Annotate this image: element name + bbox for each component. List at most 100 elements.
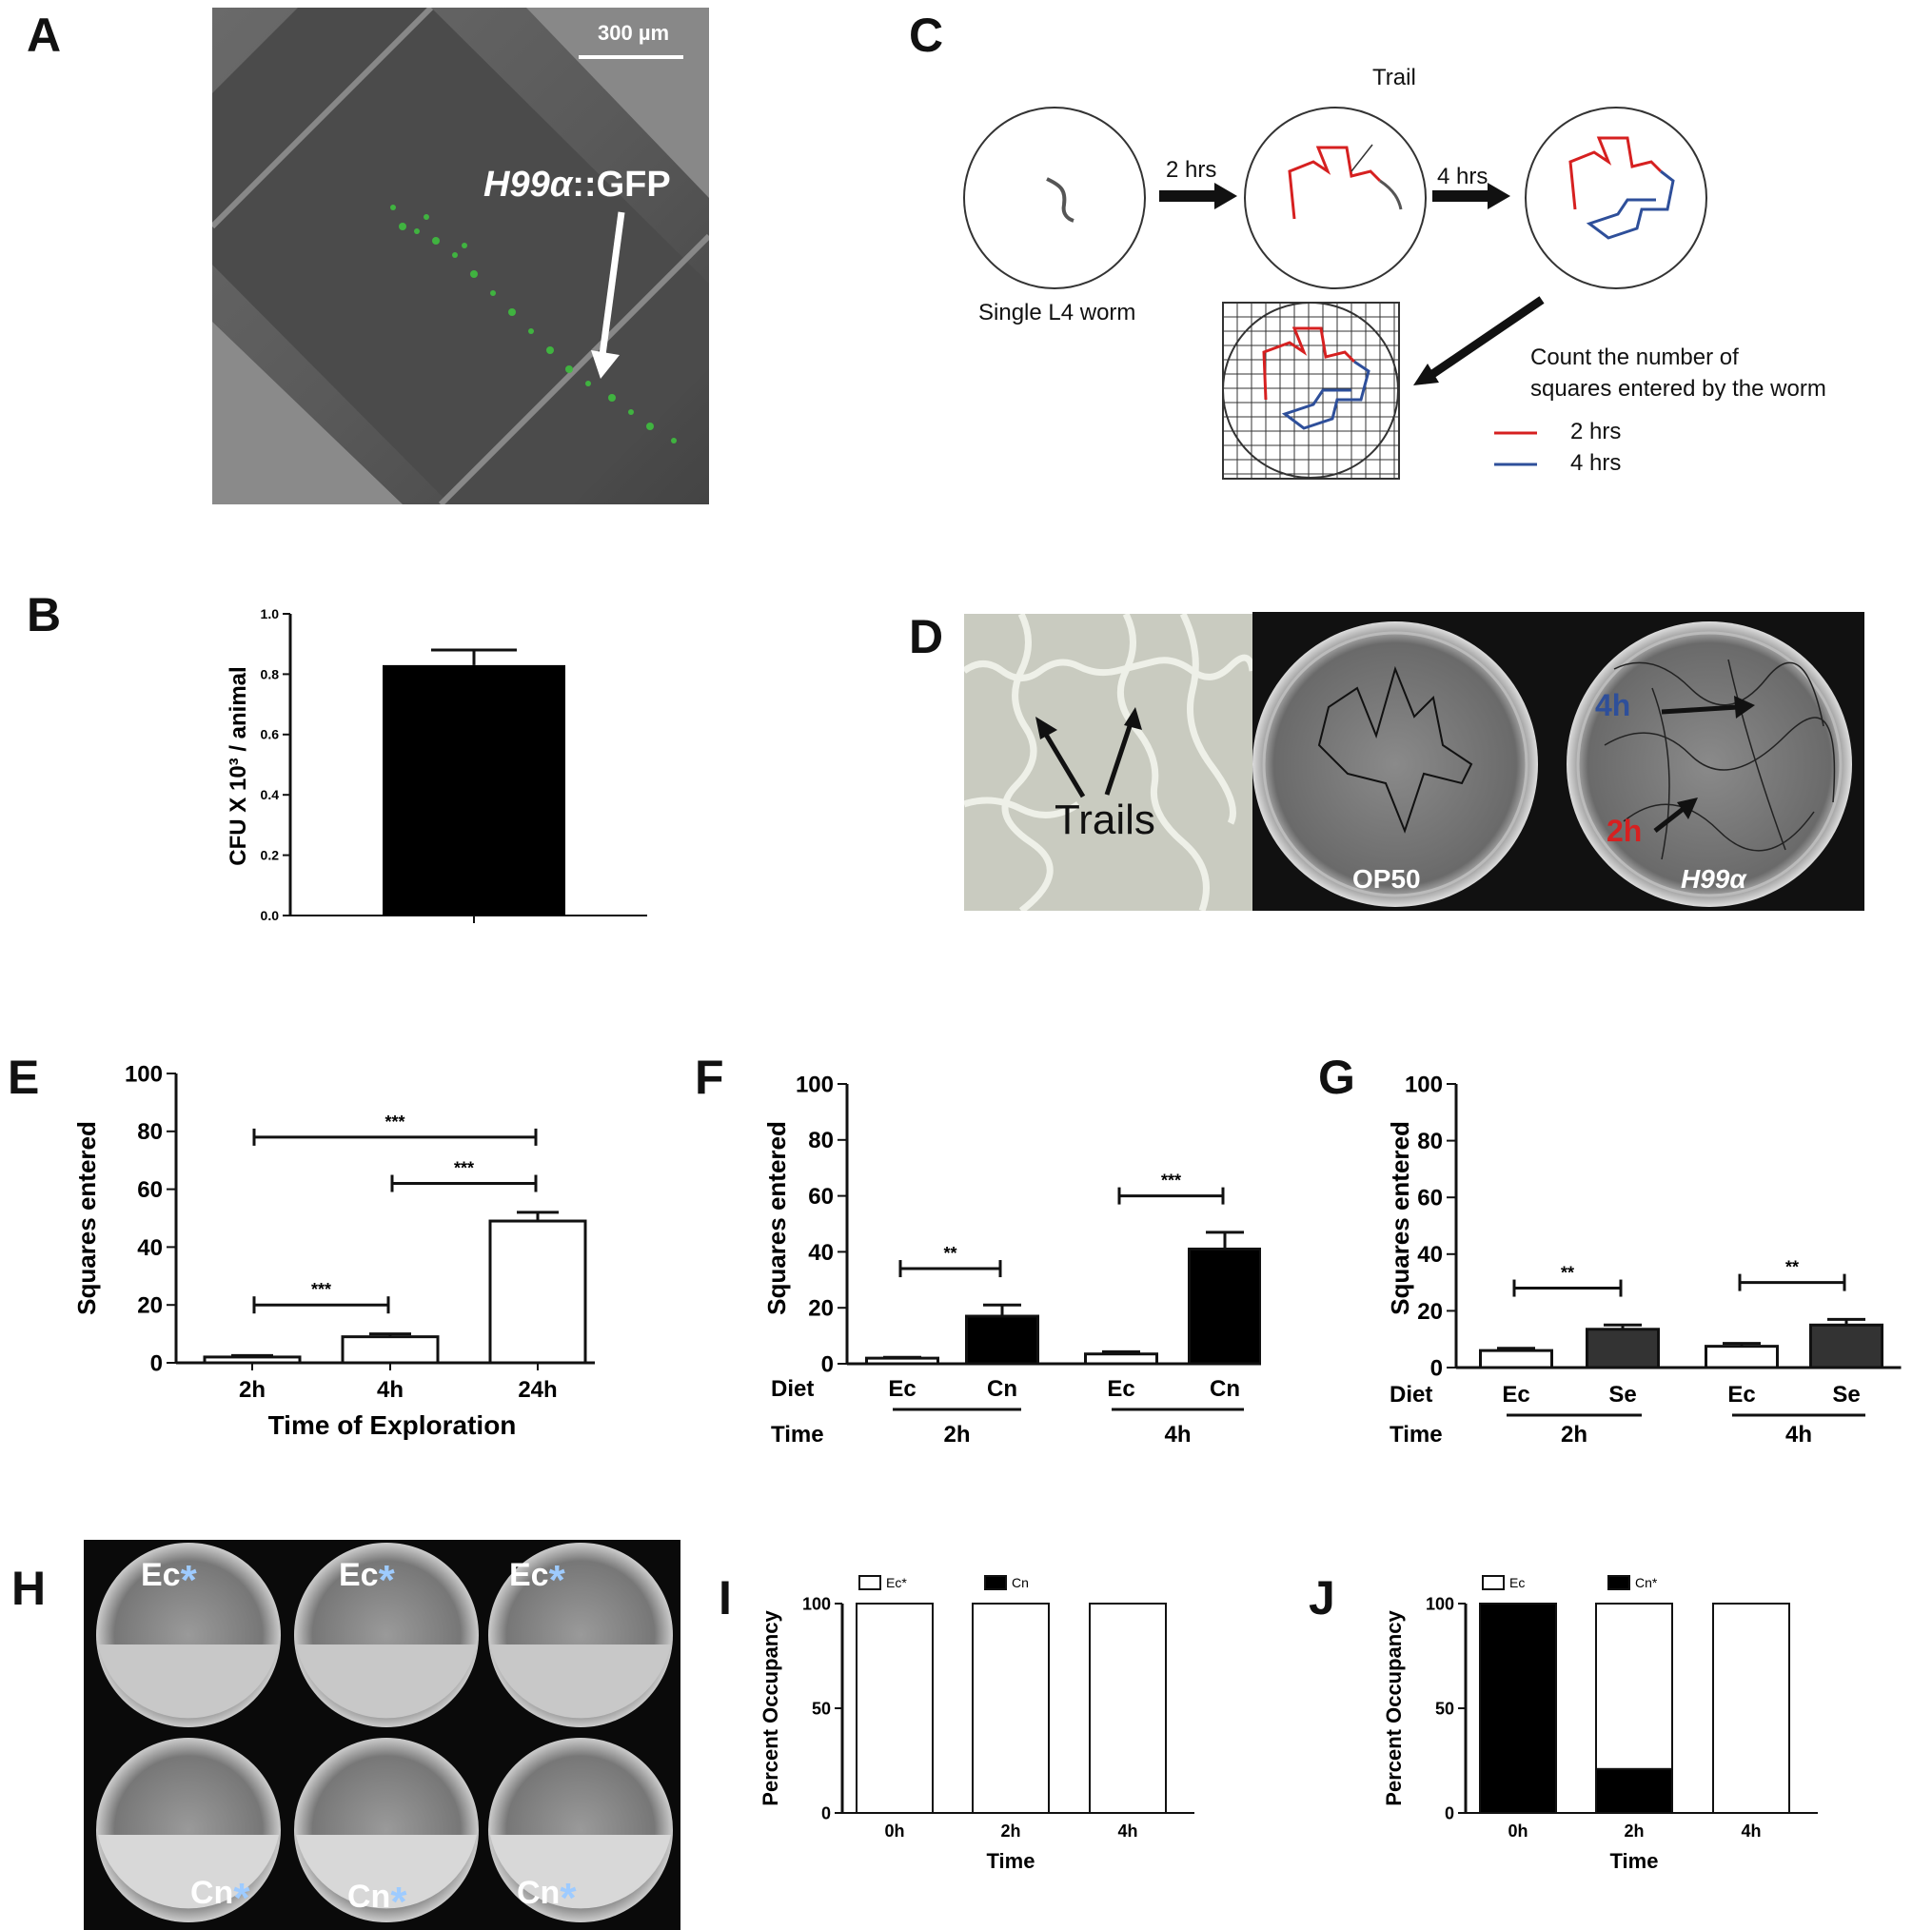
y-tick-label: 0.0 — [261, 908, 280, 923]
significance-label: *** — [384, 1113, 404, 1132]
y-tick-label: 0 — [821, 1803, 831, 1822]
panel-d-trails-closeup: Trails — [964, 614, 1252, 911]
x-tick-label: Ec — [1107, 1376, 1134, 1402]
panel-label-i: I — [719, 1571, 732, 1625]
row-label-time: Time — [1390, 1422, 1443, 1448]
x-tick-label: Ec — [888, 1376, 916, 1402]
plate-label-ec-2-star: * — [378, 1557, 395, 1604]
panel-h-plates: Ec* Ec* Ec* Cn* Cn* Cn* — [84, 1540, 680, 1930]
legend-4h-label: 4 hrs — [1570, 450, 1622, 476]
count-line2: squares entered by the worm — [1530, 376, 1826, 402]
row-label-time: Time — [771, 1422, 824, 1448]
y-tick-label: 0 — [1445, 1803, 1454, 1822]
legend-swatch — [858, 1575, 881, 1590]
significance-label: ** — [1785, 1258, 1799, 1277]
bar — [1084, 1352, 1158, 1366]
x-tick-label: 4h — [1117, 1822, 1137, 1841]
plate-circle-3 — [1525, 107, 1707, 289]
row-label-diet: Diet — [1390, 1382, 1432, 1408]
y-tick-label: 50 — [812, 1699, 831, 1718]
y-tick-label: 40 — [808, 1240, 834, 1266]
plate-label-cn-2-star: * — [390, 1879, 407, 1925]
x-tick-label: Ec — [1727, 1382, 1755, 1408]
plate-label-cn-3-star: * — [560, 1875, 577, 1921]
x-tick-label: 4h — [1741, 1822, 1761, 1841]
y-tick-label: 20 — [137, 1293, 163, 1319]
y-axis-title: Squares entered — [72, 1121, 101, 1315]
plate-label-ec-1: Ec* — [141, 1557, 197, 1605]
bar-segment — [972, 1603, 1050, 1814]
plate-label-ec-3: Ec* — [509, 1557, 565, 1605]
x-tick-label: Se — [1608, 1382, 1636, 1408]
plate-circle-1 — [963, 107, 1146, 289]
x-axis-title: Time of Exploration — [268, 1410, 517, 1440]
bar — [203, 1355, 302, 1365]
panel-label-b: B — [27, 588, 62, 641]
x-axis-title: Time — [987, 1849, 1035, 1873]
y-tick-label: 100 — [796, 1072, 834, 1097]
y-tick-label: 100 — [125, 1061, 163, 1087]
plate-label-ec-2: Ec* — [339, 1557, 395, 1605]
bar-segment — [856, 1603, 934, 1814]
single-worm-label: Single L4 worm — [978, 300, 1136, 325]
y-tick-label: 0 — [821, 1351, 834, 1377]
x-tick-label: 0h — [1508, 1822, 1528, 1841]
y-tick-label: 80 — [1417, 1129, 1443, 1154]
x-tick-label: Se — [1832, 1382, 1860, 1408]
legend-label: Ec* — [886, 1575, 907, 1590]
row-label-diet: Diet — [771, 1376, 814, 1402]
count-line1: Count the number of — [1530, 345, 1739, 370]
plate-label-cn-2: Cn* — [347, 1879, 406, 1926]
y-tick-label: 100 — [1426, 1594, 1454, 1613]
bar-segment — [1595, 1603, 1673, 1770]
trail-4h-plate3 — [1586, 169, 1675, 240]
plate-label-ec-1-star: * — [180, 1557, 197, 1604]
panel-a-micrograph: 300 µm H99α::GFP — [212, 8, 709, 504]
bar-segment — [1479, 1603, 1557, 1814]
y-tick-label: 1.0 — [261, 606, 280, 621]
plate-circle-2 — [1244, 107, 1427, 289]
y-axis-title: CFU X 10³ / animal — [226, 666, 251, 865]
y-tick-label: 80 — [808, 1128, 834, 1153]
bar — [341, 1335, 440, 1365]
bar — [1705, 1345, 1779, 1369]
arrow-head-1 — [1214, 183, 1237, 209]
trail-2h-plate2 — [1288, 146, 1382, 220]
y-tick-label: 0.4 — [261, 787, 280, 802]
gfp-label: H99α::GFP — [483, 165, 671, 206]
panel-label-h: H — [11, 1562, 47, 1615]
arrow1-label: 2 hrs — [1166, 157, 1217, 183]
y-axis-title: Percent Occupancy — [1382, 1610, 1406, 1806]
x-axis-title: Time — [1610, 1849, 1659, 1873]
plate-label-ec-3-star: * — [548, 1557, 565, 1604]
bar — [965, 1314, 1039, 1366]
x-tick-label: 4h — [377, 1377, 404, 1403]
plate-label-cn-3: Cn* — [517, 1875, 576, 1922]
y-tick-label: 0.8 — [261, 666, 280, 681]
legend-swatch — [1607, 1575, 1630, 1590]
bar — [1809, 1323, 1883, 1369]
plate-label-ec-2-text: Ec — [339, 1557, 379, 1593]
bar — [1188, 1247, 1261, 1366]
x-tick-label: Cn — [1210, 1376, 1240, 1402]
x-tick-label: 24h — [518, 1377, 557, 1403]
gfp-label-strain: H99α — [483, 165, 573, 205]
y-tick-label: 20 — [808, 1296, 834, 1322]
bar — [1479, 1349, 1553, 1369]
x-tick-label: 2h — [1624, 1822, 1644, 1841]
plate-label-cn-3-text: Cn — [517, 1875, 561, 1911]
panel-d-plates: OP50 H99α 4h 2h — [1252, 612, 1864, 911]
legend-label: Ec — [1509, 1575, 1525, 1590]
trails-label: Trails — [1055, 797, 1155, 843]
x-tick-label: 2h — [1000, 1822, 1020, 1841]
plate-label-cn-1: Cn* — [190, 1875, 249, 1922]
arrow-diagonal-head — [1413, 364, 1439, 385]
significance-label: *** — [311, 1280, 331, 1299]
significance-label: ** — [1561, 1264, 1574, 1283]
y-tick-label: 0.2 — [261, 848, 280, 863]
y-tick-label: 40 — [137, 1235, 163, 1261]
